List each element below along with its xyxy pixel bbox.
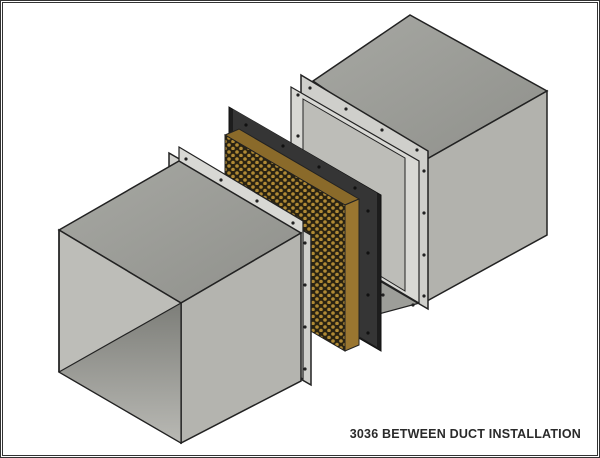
upstream-duct [57,145,312,445]
flange-holes [296,86,426,307]
figure-caption: 3036 BETWEEN DUCT INSTALLATION [349,427,581,441]
duct-installation-diagram [57,14,549,445]
